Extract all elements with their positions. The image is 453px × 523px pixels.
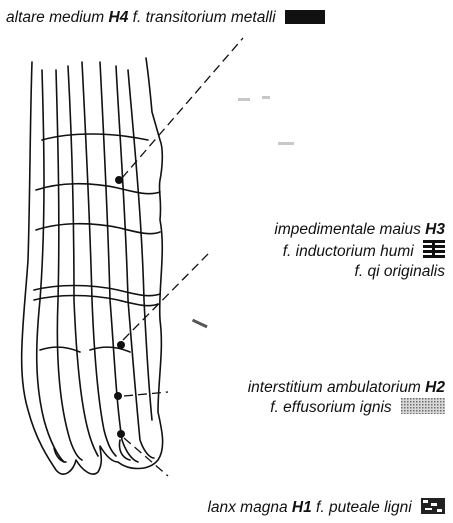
mottled-swatch-icon bbox=[421, 498, 445, 514]
point-name-h2: interstitium ambulatorium bbox=[248, 379, 421, 396]
label-h4: altare medium H4 f. transitorium metalli bbox=[6, 8, 325, 28]
point-function-h2: f. effusorium ignis bbox=[270, 399, 391, 416]
point-name-h3: impedimentale maius bbox=[274, 221, 420, 238]
leader-line-h3 bbox=[123, 252, 210, 340]
leader-line-h2 bbox=[124, 392, 168, 396]
solid-black-swatch-icon bbox=[285, 10, 325, 24]
label-h2: interstitium ambulatorium H2 f. effusori… bbox=[248, 378, 445, 418]
point-code-h4: H4 bbox=[109, 9, 129, 26]
point-function-h4: f. transitorium metalli bbox=[133, 9, 276, 26]
point-code-h1: H1 bbox=[292, 499, 312, 516]
point-marker-h2 bbox=[114, 392, 122, 400]
point-code-h2: H2 bbox=[425, 379, 445, 396]
striped-swatch-icon bbox=[423, 240, 445, 258]
point-function-h3: f. inductorium humi bbox=[283, 243, 414, 260]
point-function-h3-secondary: f. qi originalis bbox=[355, 263, 445, 280]
point-function-h1: f. puteale ligni bbox=[316, 499, 412, 516]
label-h1: lanx magna H1 f. puteale ligni bbox=[207, 498, 445, 518]
dotted-gray-swatch-icon bbox=[401, 398, 445, 414]
leader-line-h4 bbox=[122, 38, 243, 178]
point-marker-h3 bbox=[117, 341, 125, 349]
point-name-h1: lanx magna bbox=[207, 499, 287, 516]
point-code-h3: H3 bbox=[425, 221, 445, 238]
foot-outline bbox=[22, 58, 163, 474]
label-h3: impedimentale maius H3 f. inductorium hu… bbox=[274, 220, 445, 282]
point-name-h4: altare medium bbox=[6, 9, 104, 26]
point-marker-h4 bbox=[115, 176, 123, 184]
point-marker-h1 bbox=[117, 430, 125, 438]
